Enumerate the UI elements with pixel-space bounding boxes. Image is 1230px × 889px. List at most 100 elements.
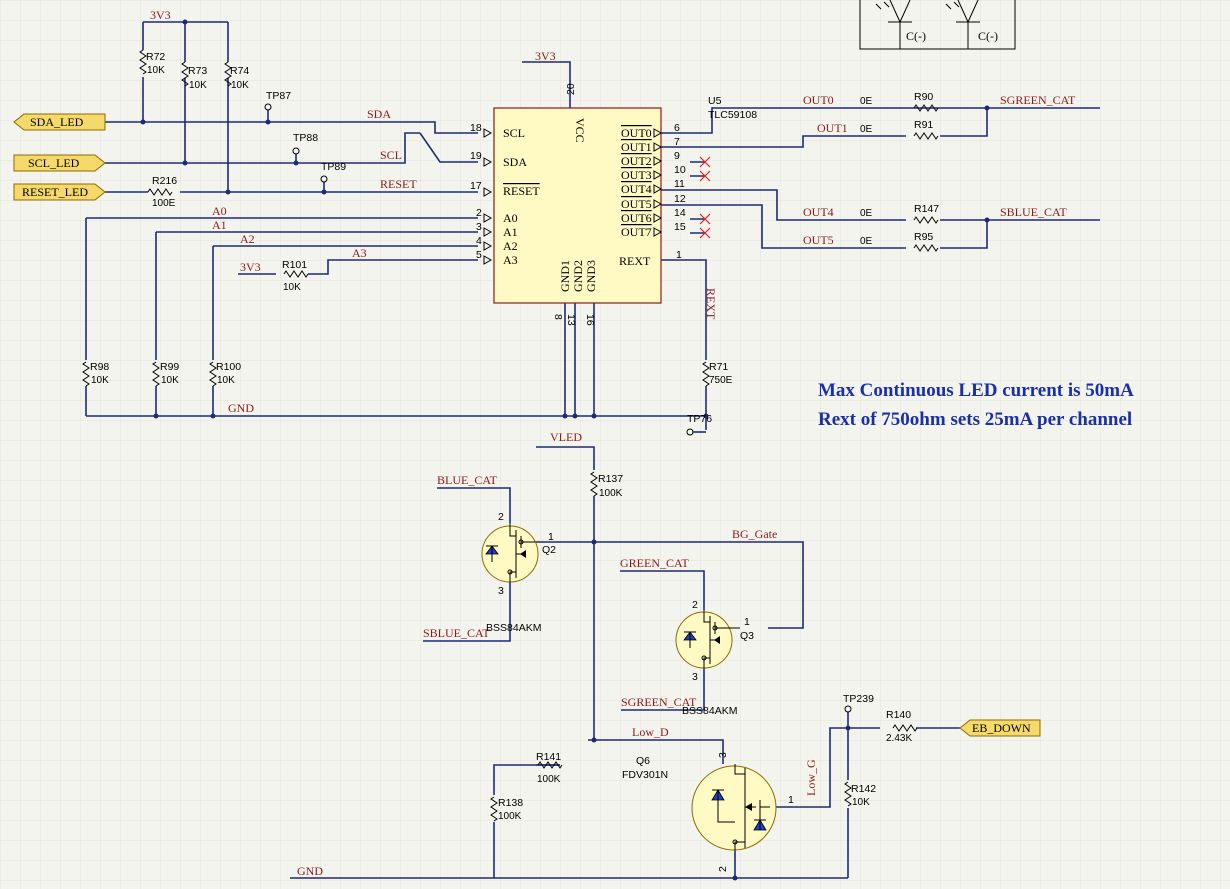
svg-text:3: 3 <box>717 752 729 758</box>
svg-text:1: 1 <box>548 531 554 543</box>
net-label: A0 <box>212 204 227 218</box>
net-label: Low_G <box>804 759 818 796</box>
svg-text:0E: 0E <box>860 236 873 247</box>
resistor-r74[interactable]: R74 10K <box>224 61 249 91</box>
svg-text:R71: R71 <box>709 361 728 373</box>
resistor-r138[interactable]: R138 100K <box>490 796 523 822</box>
svg-text:RESET_LED: RESET_LED <box>22 185 88 199</box>
net-label: SGREEN_CAT <box>1000 93 1076 107</box>
led-symbol-box: C(-) C(-) <box>859 0 1016 50</box>
svg-text:TP76: TP76 <box>687 413 712 425</box>
svg-text:OUT3: OUT3 <box>621 168 652 182</box>
svg-text:12: 12 <box>674 193 686 205</box>
svg-text:14: 14 <box>674 207 686 219</box>
svg-text:13: 13 <box>565 314 577 326</box>
pin-num: 20 <box>565 83 577 95</box>
svg-text:0E: 0E <box>860 124 873 135</box>
resistor-r73[interactable]: R73 10K <box>181 61 207 91</box>
port-eb-down[interactable]: EB_DOWN <box>959 719 1041 737</box>
svg-text:15: 15 <box>674 221 686 233</box>
testpoint-tp89[interactable]: TP89 <box>320 161 346 183</box>
mosfet-q3[interactable]: 2 1 3 Q3 BSS84AKM <box>675 599 754 717</box>
ic-right-pins: OUT0 6 OUT1 7 OUT2 9 OUT3 10 OUT4 11 OUT… <box>619 122 686 268</box>
resistor-r140[interactable]: R140 2.43K <box>886 709 918 744</box>
svg-text:5: 5 <box>476 249 482 261</box>
port-scl-led[interactable]: SCL_LED <box>13 154 106 172</box>
net-label: A2 <box>240 232 255 246</box>
svg-text:SCL: SCL <box>503 126 525 140</box>
svg-text:9: 9 <box>674 150 680 162</box>
svg-text:SDA_LED: SDA_LED <box>30 115 84 129</box>
net-label: A3 <box>352 246 367 260</box>
svg-text:FDV301N: FDV301N <box>622 769 668 781</box>
resistor-r100[interactable]: R100 10K <box>209 361 241 387</box>
svg-text:R137: R137 <box>598 473 623 485</box>
mosfet-q2[interactable]: 2 1 3 Q2 BSS84AKM <box>481 511 556 634</box>
pin-vcc: VCC <box>573 118 587 143</box>
svg-text:R90: R90 <box>914 91 933 103</box>
ic-u5[interactable]: U5 TLC59108 VCC 20 18 SCL 19 SDA 17 RESE… <box>470 83 757 326</box>
svg-text:3: 3 <box>498 585 504 597</box>
resistor-r99[interactable]: R99 10K <box>152 361 179 387</box>
svg-text:R100: R100 <box>216 361 241 373</box>
testpoint-tp239[interactable]: TP239 <box>843 693 874 713</box>
mosfet-q6[interactable]: 3 1 2 Q6 FDV301N <box>622 752 794 872</box>
testpoint-tp87[interactable]: TP87 <box>264 90 291 111</box>
resistor-r95[interactable]: R95 <box>913 231 939 252</box>
port-reset-led[interactable]: RESET_LED <box>13 183 106 201</box>
junctions <box>140 19 990 881</box>
svg-text:Q2: Q2 <box>542 544 556 556</box>
svg-text:GND3: GND3 <box>584 260 598 292</box>
resistor-r72[interactable]: R72 10K <box>139 49 165 76</box>
net-label: 3V3 <box>150 8 171 22</box>
ic-left-pins: 18 SCL 19 SDA 17 RESET 2 A0 3 A1 4 A2 5 … <box>470 122 540 267</box>
net-label: 3V3 <box>535 49 556 63</box>
resistor-r91[interactable]: R91 <box>913 119 939 140</box>
resistor-r216[interactable]: R216 100E <box>147 175 177 209</box>
testpoint-tp76[interactable]: TP76 <box>686 413 712 436</box>
svg-text:R147: R147 <box>914 203 939 215</box>
zero-ohm-labels: 0E 0E 0E 0E <box>860 96 873 247</box>
port-sda-led[interactable]: SDA_LED <box>13 113 106 131</box>
svg-text:2.43K: 2.43K <box>886 733 912 744</box>
svg-text:R141: R141 <box>536 751 561 763</box>
svg-text:0E: 0E <box>860 96 873 107</box>
resistor-r142[interactable]: R142 10K <box>844 781 876 808</box>
design-note-current: Max Continuous LED current is 50mA <box>818 380 1134 401</box>
resistor-r98[interactable]: R98 10K <box>82 361 109 387</box>
svg-text:16: 16 <box>584 314 596 326</box>
svg-text:R138: R138 <box>498 797 523 809</box>
design-note-rext: Rext of 750ohm sets 25mA per channel <box>818 409 1132 430</box>
svg-text:A2: A2 <box>503 239 518 253</box>
svg-text:R74: R74 <box>230 65 249 77</box>
resistor-r71[interactable]: R71 750E <box>702 361 733 387</box>
net-label: SBLUE_CAT <box>1000 205 1067 219</box>
net-label: SCL <box>380 148 402 162</box>
resistor-r147[interactable]: R147 <box>913 203 939 224</box>
resistor-r137[interactable]: R137 100K <box>590 471 623 499</box>
net-label: SBLUE_CAT <box>423 626 490 640</box>
resistor-r101[interactable]: R101 10K <box>282 259 309 293</box>
svg-text:R72: R72 <box>146 51 165 63</box>
svg-text:0E: 0E <box>860 208 873 219</box>
svg-text:3: 3 <box>476 221 482 233</box>
svg-text:1: 1 <box>744 616 750 628</box>
svg-text:4: 4 <box>476 235 482 247</box>
svg-text:10K: 10K <box>217 375 235 386</box>
net-label: GREEN_CAT <box>620 556 689 570</box>
svg-text:6: 6 <box>674 122 680 134</box>
svg-text:R140: R140 <box>886 709 911 721</box>
resistor-r90[interactable]: R90 <box>913 91 939 112</box>
testpoint-tp88[interactable]: TP88 <box>292 132 318 155</box>
svg-text:OUT6: OUT6 <box>621 211 652 225</box>
svg-text:SCL_LED: SCL_LED <box>28 156 80 170</box>
svg-text:BSS84AKM: BSS84AKM <box>682 705 737 717</box>
svg-text:EB_DOWN: EB_DOWN <box>972 721 1031 735</box>
svg-text:19: 19 <box>470 150 482 162</box>
svg-text:100E: 100E <box>152 198 176 209</box>
svg-text:TP87: TP87 <box>266 90 291 102</box>
svg-text:R95: R95 <box>914 231 933 243</box>
resistor-r141[interactable]: R141 100K <box>536 751 563 785</box>
net-label: BLUE_CAT <box>437 473 498 487</box>
net-label: REXT <box>704 288 718 320</box>
